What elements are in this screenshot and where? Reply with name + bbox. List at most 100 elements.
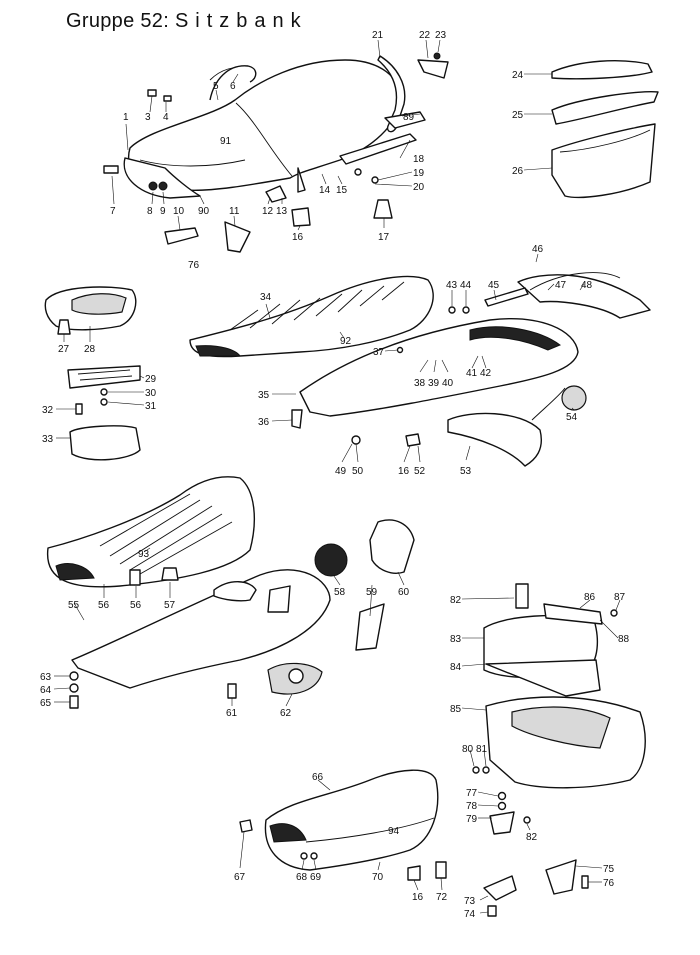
part-label: 25 [512,110,524,121]
part-label: 40 [442,378,454,389]
part-label: 83 [450,634,462,645]
reflector-59 [355,603,385,651]
part-label: 48 [581,280,593,291]
part-label: 57 [164,600,176,611]
part-label: 73 [464,896,476,907]
part-label: 93 [138,549,150,560]
knob-27 [57,319,71,335]
seat-cushion-66 [264,769,439,871]
part-label: 19 [413,168,425,179]
pin-7 [103,165,119,174]
part-label: 16 [398,466,410,477]
rubber-57 [161,567,179,581]
bracket-73 [483,875,517,901]
part-label: 5 [213,81,219,92]
part-label: 4 [163,112,169,123]
part-label: 53 [460,466,472,477]
part-label: 44 [460,280,472,291]
part-label: 13 [276,206,288,217]
part-label: 94 [388,826,400,837]
seat-assembly-top [103,52,449,253]
part-label: 66 [312,772,324,783]
part-label: 82 [526,832,538,843]
pad-33 [69,425,141,461]
part-label: 23 [435,30,447,41]
part-label: 59 [366,587,378,598]
part-label: 52 [414,466,426,477]
knob-56 [129,569,141,586]
rubber-16c [407,865,421,881]
part-label: 1 [123,112,129,123]
diagram-title: Gruppe 52: Sitzbank [66,10,308,33]
part-label: 41 [466,368,478,379]
lock-82 [515,583,529,609]
long-seat-assembly [46,476,415,709]
part-label: 76 [603,878,615,889]
part-label: 60 [398,587,410,598]
rail-45 [484,287,529,307]
part-label: 62 [280,708,292,719]
emblem-54 [561,385,587,411]
screw-32 [75,403,83,415]
grid-29 [67,365,141,389]
part-label: 86 [584,592,596,603]
bracket-79 [489,811,515,835]
part-label: 68 [296,872,308,883]
seat-side-front [123,157,201,199]
part-label: 81 [476,744,488,755]
part-label: 55 [68,600,80,611]
part-label: 64 [40,685,52,696]
part-label: 47 [555,280,567,291]
part-label: 77 [466,788,478,799]
part-label: 56 [98,600,110,611]
part-label: 8 [147,206,153,217]
gasket-25 [551,90,659,125]
part-label: 36 [258,417,270,428]
bracket-10 [164,227,199,245]
leader-lines [53,39,621,914]
part-label: 45 [488,280,500,291]
part-label: 58 [334,587,346,598]
part-label: 63 [40,672,52,683]
part-label: 84 [450,662,462,673]
part-label: 49 [335,466,347,477]
part-label: 46 [532,244,544,255]
part-label: 24 [512,70,524,81]
part-label: 14 [319,185,331,196]
part-label: 78 [466,801,478,812]
part-label: 16 [292,232,304,243]
part-label: 61 [226,708,238,719]
group-name: Sitzbank [174,10,308,32]
part-label: 20 [413,182,425,193]
part-label: 75 [603,864,615,875]
rubber-16b [405,433,421,447]
part-label: 35 [258,390,270,401]
part-label: 11 [229,206,240,217]
part-label: 29 [145,374,157,385]
left-small-parts [44,286,141,461]
part-label: 74 [464,909,476,920]
part-label: 69 [310,872,322,883]
part-label: 91 [220,136,232,147]
knob-72 [435,861,447,879]
part-label: 54 [566,412,578,423]
bracket-75 [545,859,577,895]
part-label: 70 [372,872,384,883]
sport-seat-assembly [189,272,651,467]
part-labels: 1 3 4 5 6 91 21 22 23 89 18 19 20 14 15 … [40,30,630,920]
tail-piece-60 [369,519,415,574]
part-label: 31 [145,401,157,412]
rear-tray-24-25-26 [551,60,659,199]
part-label: 65 [40,698,52,709]
part-label: 16 [412,892,424,903]
part-label: 82 [450,595,462,606]
emblem-58 [314,543,348,577]
part-label: 32 [42,405,54,416]
part-label: 9 [160,206,166,217]
grab-strap-5-6 [209,65,257,101]
part-label: 90 [198,206,210,217]
part-label: 87 [614,592,626,603]
screw-36 [291,409,303,429]
part-label: 21 [372,30,384,41]
bracket-89 [384,111,426,129]
